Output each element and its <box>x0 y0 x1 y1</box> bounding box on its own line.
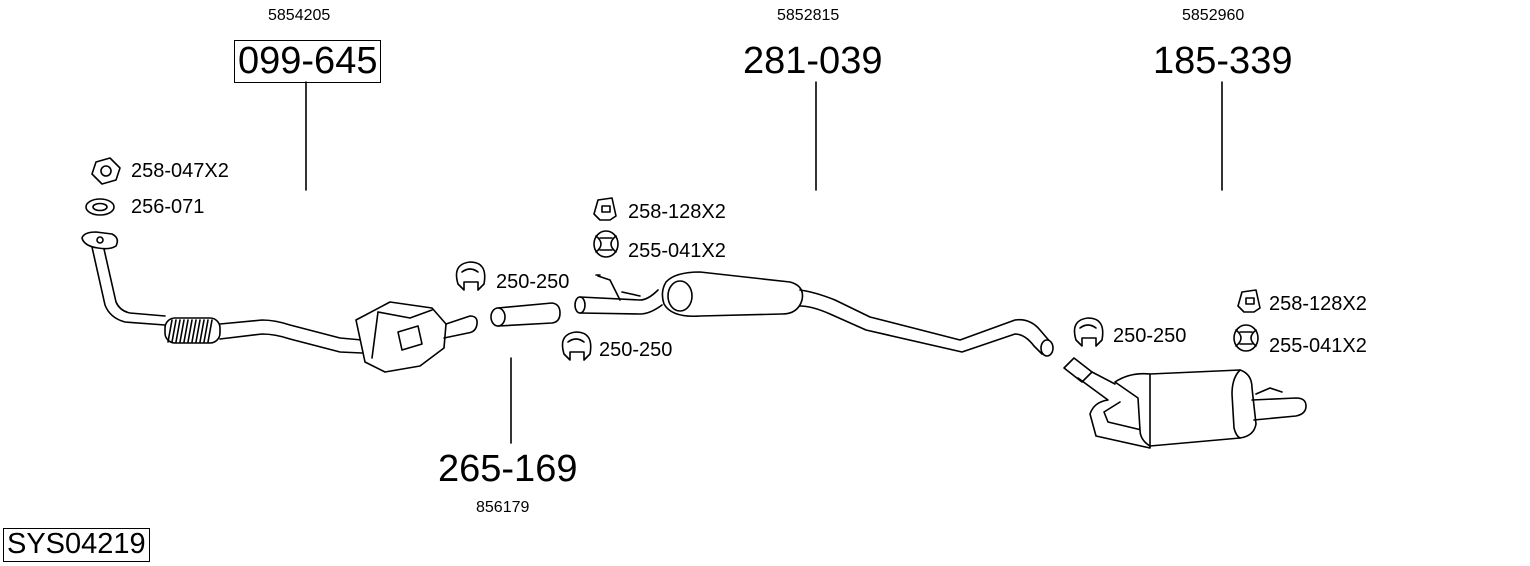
rubber-hanger-icon <box>1233 324 1259 352</box>
accessory-label-bracket[interactable]: 258-128X2 <box>628 201 726 223</box>
part-number-281-039[interactable]: 281-039 <box>743 40 883 82</box>
rear-silencer-drawing <box>1063 357 1307 449</box>
bracket-icon <box>593 197 617 221</box>
accessory-label-nut[interactable]: 258-047X2 <box>131 160 229 182</box>
accessory-label-gasket[interactable]: 256-071 <box>131 196 205 218</box>
connecting-tube-drawing <box>490 302 561 327</box>
system-code: SYS04219 <box>3 528 150 562</box>
accessory-label-clamp[interactable]: 250-250 <box>1113 325 1187 347</box>
oem-number-099-645: 5854205 <box>268 7 331 24</box>
accessory-label-clamp[interactable]: 250-250 <box>496 271 570 293</box>
accessory-label-hanger[interactable]: 255-041X2 <box>628 240 726 262</box>
oem-number-281-039: 5852815 <box>777 7 840 24</box>
clamp-icon <box>561 331 592 361</box>
accessory-label-bracket[interactable]: 258-128X2 <box>1269 293 1367 315</box>
oem-number-265-169: 856179 <box>476 499 530 516</box>
accessory-label-hanger[interactable]: 255-041X2 <box>1269 335 1367 357</box>
clamp-icon <box>1073 317 1104 347</box>
oem-number-185-339: 5852960 <box>1182 7 1245 24</box>
accessory-label-clamp[interactable]: 250-250 <box>599 339 673 361</box>
part-number-099-645[interactable]: 099-645 <box>234 40 382 83</box>
bracket-icon <box>1237 289 1261 313</box>
nut-icon <box>91 157 121 185</box>
centre-silencer-drawing <box>574 271 1054 357</box>
part-number-185-339[interactable]: 185-339 <box>1153 40 1293 82</box>
clamp-icon <box>455 261 486 291</box>
front-pipe-catalyst-drawing <box>81 231 478 373</box>
gasket-ring-icon <box>85 198 115 216</box>
rubber-hanger-icon <box>593 230 619 258</box>
part-number-265-169[interactable]: 265-169 <box>438 448 578 490</box>
